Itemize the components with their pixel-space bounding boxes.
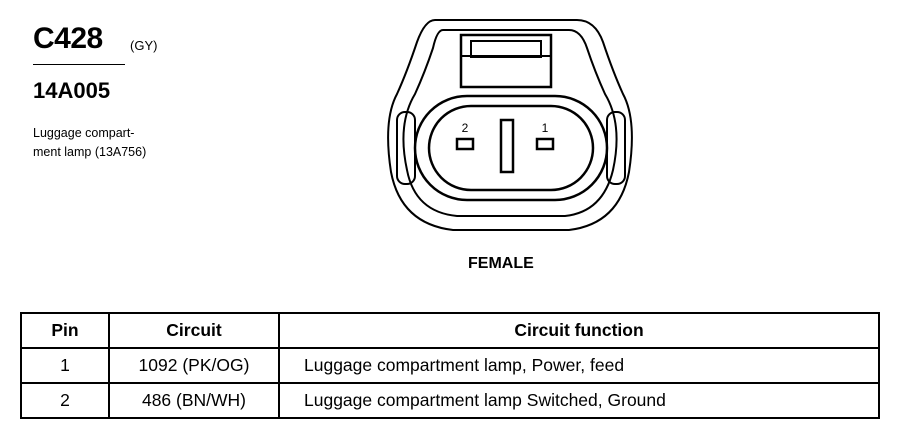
description-line: Luggage compart- [33,126,135,140]
housing-outer [387,19,633,231]
pin-table: Pin Circuit Circuit function 1 1092 (PK/… [20,312,880,419]
cell-circuit: 486 (BN/WH) [108,382,280,419]
pin-table-header: Pin Circuit Circuit function [20,312,880,349]
connector-gender: FEMALE [468,255,534,272]
cell-pin: 2 [20,382,110,419]
table-row: 1 1092 (PK/OG) Luggage compartment lamp,… [20,347,880,384]
cavity-inner [427,104,595,192]
connector-description: Luggage compart- ment lamp (13A756) [33,124,193,162]
title-rule [33,64,125,65]
cell-circuit-function: Luggage compartment lamp, Power, feed [278,347,880,384]
pin-label-2: 2 [462,121,469,135]
description-line: ment lamp (13A756) [33,145,147,159]
cell-pin: 1 [20,347,110,384]
connector-id: C428 [33,22,103,55]
header-circuit-function: Circuit function [278,312,880,349]
side-rib-left [396,111,416,185]
part-number: 14A005 [33,78,111,103]
terminal-1 [535,137,555,151]
header-circuit: Circuit [108,312,280,349]
color-code: (GY) [130,38,158,53]
center-key [499,118,515,174]
terminal-2 [455,137,475,151]
connector-face-diagram: 2 1 [387,19,633,231]
cell-circuit-function: Luggage compartment lamp Switched, Groun… [278,382,880,419]
locking-tab [459,33,553,89]
header-pin: Pin [20,312,110,349]
cell-circuit: 1092 (PK/OG) [108,347,280,384]
cavity-outer [413,94,609,202]
table-row: 2 486 (BN/WH) Luggage compartment lamp S… [20,382,880,419]
housing-inner [402,29,618,217]
pin-label-1: 1 [542,121,549,135]
locking-tab-slot [470,40,542,58]
